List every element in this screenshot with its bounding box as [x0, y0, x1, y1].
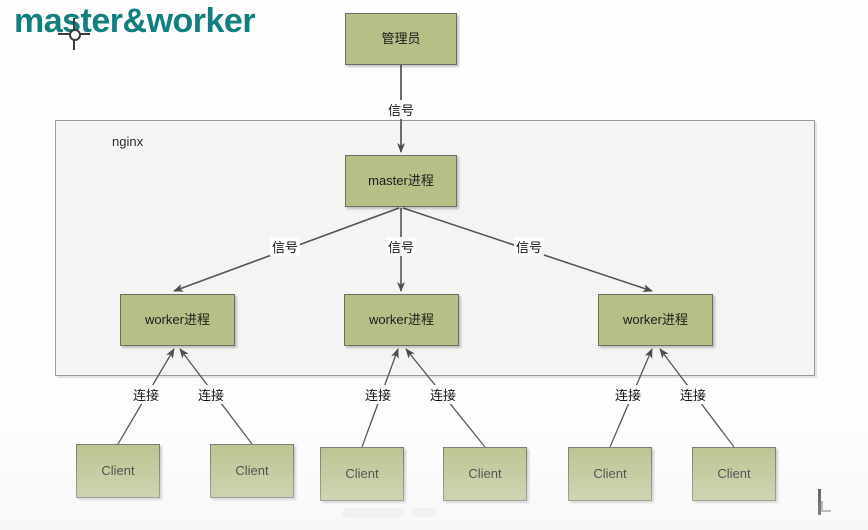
text-caret-icon: [818, 489, 832, 515]
node-client-0[interactable]: Client: [76, 444, 160, 498]
node-worker-process-0[interactable]: worker进程: [120, 294, 235, 346]
edge-label-master-to-worker-0: 信号: [270, 237, 301, 256]
node-client-2[interactable]: Client: [320, 447, 404, 501]
edge-label-client-3-connection: 连接: [428, 385, 459, 404]
node-client-3[interactable]: Client: [443, 447, 527, 501]
node-worker-process-2[interactable]: worker进程: [598, 294, 713, 346]
caret-foot: [821, 501, 831, 512]
edge-label-client-2-connection: 连接: [363, 385, 394, 404]
caret-bar: [818, 489, 821, 515]
scan-watermark-blob-2: [412, 508, 436, 517]
edge-label-client-4-connection: 连接: [613, 385, 644, 404]
node-client-4[interactable]: Client: [568, 447, 652, 501]
edge-label-client-1-connection: 连接: [196, 385, 227, 404]
edge-label-admin-to-master: 信号: [386, 100, 417, 119]
node-worker-process-1[interactable]: worker进程: [344, 294, 459, 346]
edge-label-master-to-worker-2: 信号: [514, 237, 545, 256]
node-client-5[interactable]: Client: [692, 447, 776, 501]
edge-label-client-5-connection: 连接: [678, 385, 709, 404]
scan-watermark-blob-1: [342, 508, 404, 518]
node-master-process[interactable]: master进程: [345, 155, 457, 207]
node-client-1[interactable]: Client: [210, 444, 294, 498]
edge-label-master-to-worker-1: 信号: [386, 237, 417, 256]
edge-label-client-0-connection: 连接: [131, 385, 162, 404]
page-title: master&worker: [14, 2, 256, 40]
nginx-container-label: nginx: [112, 134, 144, 149]
node-admin[interactable]: 管理员: [345, 13, 457, 65]
